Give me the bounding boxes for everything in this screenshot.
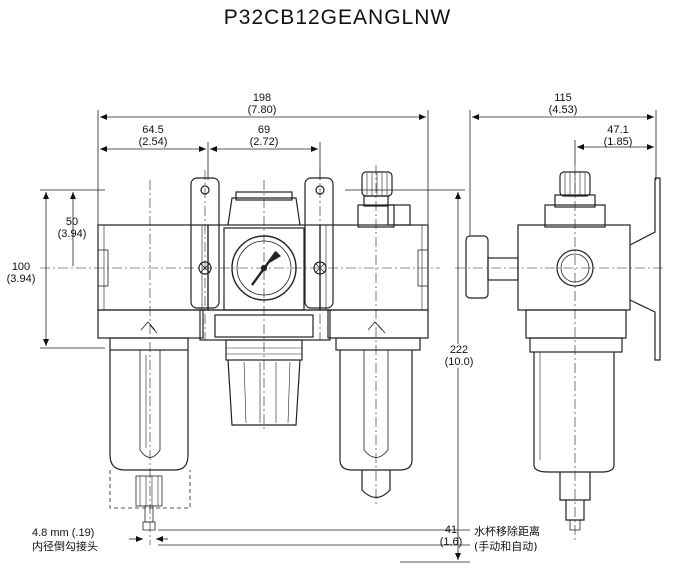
dimension-lines <box>43 114 461 560</box>
drain-type-label: 内径倒勾接头 <box>32 540 98 553</box>
extension-lines <box>40 110 470 563</box>
drain-size-label: 4.8 mm (.19) <box>32 527 95 539</box>
center-lines <box>40 165 440 545</box>
page-title: P32CB12GEANGLNW <box>223 6 452 29</box>
dim-regulator-width: 69(2.72) <box>249 124 279 148</box>
side-view-extensions <box>469 110 657 235</box>
side-view-body <box>465 171 661 531</box>
dim-body-height: 100(3.94) <box>6 261 36 285</box>
dim-overall-height: 222(10.0) <box>438 344 480 368</box>
filter-unit <box>97 224 209 531</box>
dim-overall-width: 198(7.80) <box>247 92 277 116</box>
dim-bowl-clearance: 41(1.6) <box>439 524 463 548</box>
dim-side-width: 115(4.53) <box>548 92 578 116</box>
lubricator-unit <box>319 171 429 499</box>
dim-side-offset: 47.1(1.85) <box>603 124 633 148</box>
regulator-unit <box>190 177 334 426</box>
dim-upper-height: 50(3.94) <box>57 216 87 240</box>
dim-filter-width: 64.5(2.54) <box>138 124 168 148</box>
bowl-removal-note: 水杯移除距离 (手动和自动) <box>474 525 540 553</box>
